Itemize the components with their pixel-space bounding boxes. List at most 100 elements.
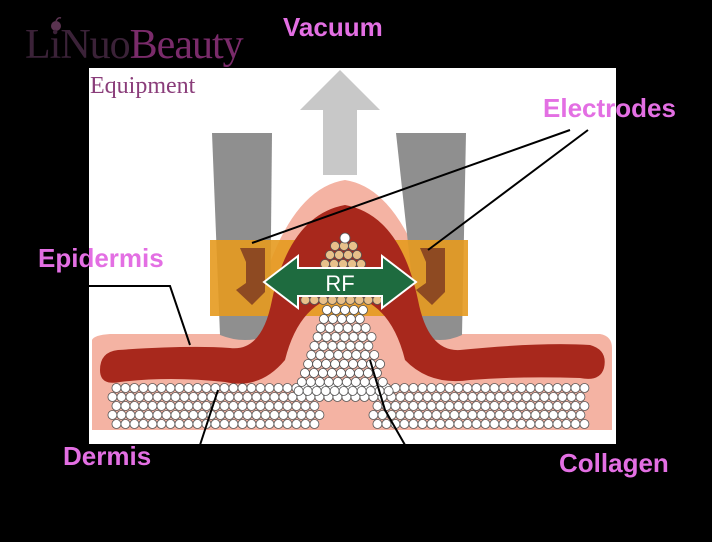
collagen-cell	[512, 410, 523, 420]
collagen-cell	[246, 419, 257, 429]
collagen-cell	[408, 419, 419, 429]
collagen-cell	[219, 401, 230, 411]
collagen-cell	[543, 383, 554, 393]
label-electrodes: Electrodes	[543, 93, 676, 123]
collagen-cell	[300, 368, 310, 378]
collagen-cell	[179, 410, 190, 420]
collagen-cell	[395, 392, 406, 402]
collagen-cell	[354, 368, 364, 378]
collagen-cell	[152, 410, 163, 420]
collagen-cell	[339, 359, 350, 369]
collagen-cell	[453, 401, 464, 411]
collagen-cell	[458, 392, 469, 402]
collagen-cell	[174, 419, 185, 429]
collagen-cell	[351, 323, 362, 333]
collagen-cell	[322, 305, 332, 315]
collagen-cell	[138, 419, 149, 429]
collagen-cell	[453, 383, 464, 393]
collagen-cell	[303, 359, 314, 369]
collagen-cell	[305, 410, 316, 420]
collagen-cell	[352, 250, 362, 260]
collagen-cell	[188, 392, 199, 402]
collagen-cell	[512, 392, 523, 402]
collagen-cell	[561, 401, 572, 411]
collagen-cell	[516, 383, 527, 393]
collagen-cell	[116, 392, 127, 402]
collagen-cell	[197, 392, 208, 402]
label-dermis: Dermis	[63, 441, 152, 471]
collagen-cell	[426, 383, 437, 393]
collagen-cell	[321, 359, 332, 369]
collagen-cell	[273, 419, 284, 429]
collagen-cell	[324, 323, 335, 333]
collagen-cell	[282, 401, 293, 411]
collagen-cell	[107, 392, 118, 402]
collagen-cell	[228, 419, 239, 429]
collagen-cell	[345, 341, 356, 351]
collagen-cell	[120, 419, 131, 429]
collagen-cell	[237, 419, 248, 429]
collagen-cell	[350, 377, 361, 387]
collagen-cell	[201, 383, 212, 393]
collagen-cell	[480, 401, 491, 411]
collagen-cell	[264, 401, 275, 411]
collagen-cell	[147, 419, 158, 429]
collagen-cell	[233, 392, 244, 402]
collagen-cell	[539, 410, 550, 420]
collagen-cell	[566, 392, 577, 402]
collagen-cell	[458, 410, 469, 420]
collagen-cell	[325, 250, 335, 260]
collagen-cell	[336, 368, 346, 378]
collagen-cell	[516, 401, 527, 411]
collagen-cell	[431, 392, 442, 402]
collagen-cell	[530, 410, 541, 420]
collagen-cell	[215, 410, 226, 420]
collagen-cell	[318, 314, 329, 324]
collagen-cell	[444, 419, 455, 429]
collagen-cell	[345, 368, 355, 378]
brand-logo: LiNuoBeauty	[25, 22, 244, 68]
collagen-cell	[494, 392, 505, 402]
collagen-cell	[449, 410, 460, 420]
collagen-cell	[453, 419, 464, 429]
collagen-cell	[330, 359, 341, 369]
label-collagen: Collagen	[559, 448, 669, 478]
collagen-cell	[293, 386, 304, 396]
collagen-cell	[348, 332, 359, 342]
collagen-cell	[548, 392, 559, 402]
collagen-cell	[143, 392, 154, 402]
collagen-cell	[426, 419, 437, 429]
collagen-cell	[291, 401, 302, 411]
collagen-cell	[435, 383, 446, 393]
collagen-cell	[340, 305, 350, 315]
collagen-cell	[318, 341, 329, 351]
collagen-cell	[354, 314, 365, 324]
collagen-cell	[129, 419, 140, 429]
collagen-cell	[399, 401, 410, 411]
collagen-cell	[471, 419, 482, 429]
collagen-cell	[246, 383, 257, 393]
collagen-cell	[570, 383, 581, 393]
collagen-cell	[147, 401, 158, 411]
collagen-cell	[278, 410, 289, 420]
collagen-cell	[242, 410, 253, 420]
collagen-cell	[534, 419, 545, 429]
collagen-cell	[156, 401, 167, 411]
collagen-cell	[125, 410, 136, 420]
rf-arrow	[262, 253, 418, 311]
collagen-cell	[471, 383, 482, 393]
logo-part-beauty: Beauty	[129, 22, 244, 68]
collagen-cell	[318, 368, 328, 378]
collagen-cell	[273, 401, 284, 411]
collagen-cell	[264, 419, 275, 429]
collagen-cell	[507, 401, 518, 411]
collagen-cell	[552, 419, 563, 429]
collagen-cell	[107, 410, 118, 420]
collagen-cell	[269, 410, 280, 420]
collagen-cell	[134, 410, 145, 420]
collagen-cell	[336, 341, 347, 351]
collagen-cell	[312, 359, 323, 369]
collagen-cell	[552, 383, 563, 393]
collagen-cell	[489, 383, 500, 393]
collagen-cell	[315, 323, 326, 333]
